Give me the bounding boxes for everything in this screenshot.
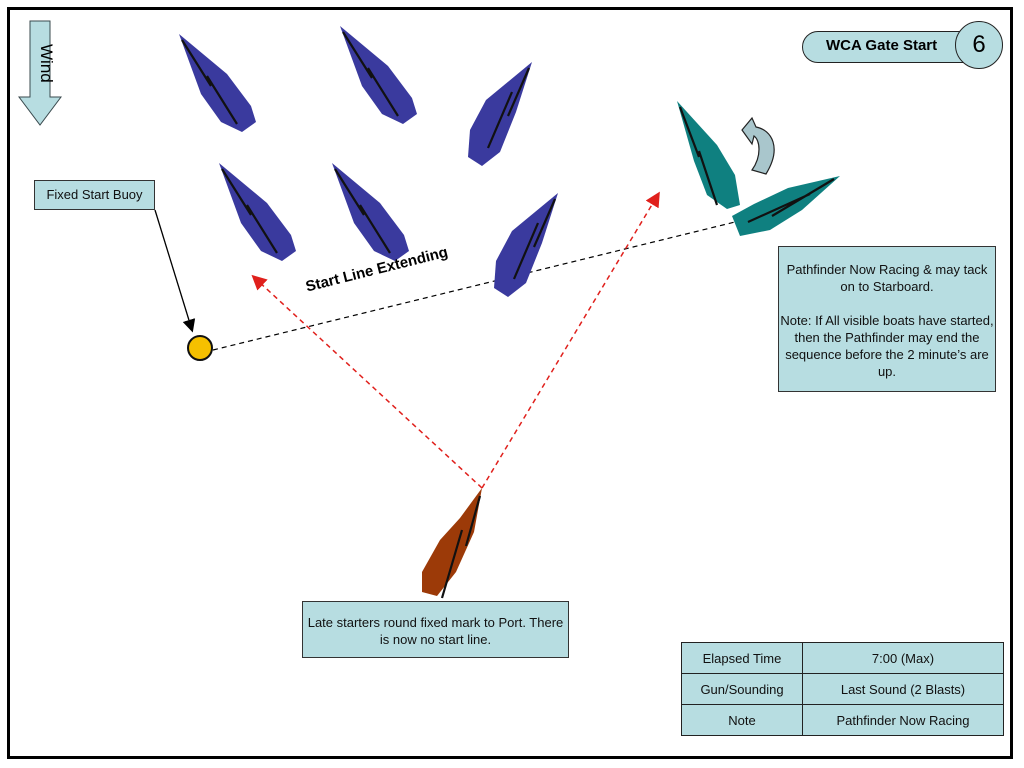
fleet-boat-1 [179,34,256,132]
table-row: Note Pathfinder Now Racing [681,704,1004,736]
fleet-boat-2 [340,26,417,124]
step-number-badge: 6 [955,21,1003,69]
fixed-start-buoy-label: Fixed Start Buoy [34,180,155,210]
row-key-gun-sounding: Gun/Sounding [681,673,803,705]
row-value-note: Pathfinder Now Racing [802,704,1004,736]
wind-arrow-icon [18,20,62,126]
late-starters-note-box: Late starters round fixed mark to Port. … [302,601,569,658]
course-arrow-starboard [481,191,660,489]
status-table: Elapsed Time 7:00 (Max) Gun/Sounding Las… [681,642,1004,736]
fixed-start-buoy [187,335,213,361]
pathfinder-boat-starboard [732,176,840,236]
fleet-boat-5 [332,163,409,261]
row-key-note: Note [681,704,803,736]
pathfinder-note-line-2: Note: If All visible boats have started,… [780,313,994,379]
tack-turn-arrow-icon [741,116,775,175]
pathfinder-note-box: Pathfinder Now Racing & may tack on to S… [778,246,996,392]
row-key-elapsed-time: Elapsed Time [681,642,803,674]
row-value-gun-sounding: Last Sound (2 Blasts) [802,673,1004,705]
title-pill [802,31,980,63]
table-row: Elapsed Time 7:00 (Max) [681,642,1004,674]
row-value-elapsed-time: 7:00 (Max) [802,642,1004,674]
wind-label: Wind [37,44,56,83]
buoy-leader-arrow [154,209,196,333]
course-arrow-port [251,274,483,489]
pathfinder-note-line-1: Pathfinder Now Racing & may tack on to S… [786,262,988,294]
fleet-boat-6 [494,193,558,297]
fleet-boat-4 [219,163,296,261]
late-starter-boat [422,488,482,599]
pathfinder-boat-port [677,101,740,209]
fleet-boat-3 [468,62,532,166]
slide-title: WCA Gate Start [826,37,938,54]
table-row: Gun/Sounding Last Sound (2 Blasts) [681,673,1004,705]
